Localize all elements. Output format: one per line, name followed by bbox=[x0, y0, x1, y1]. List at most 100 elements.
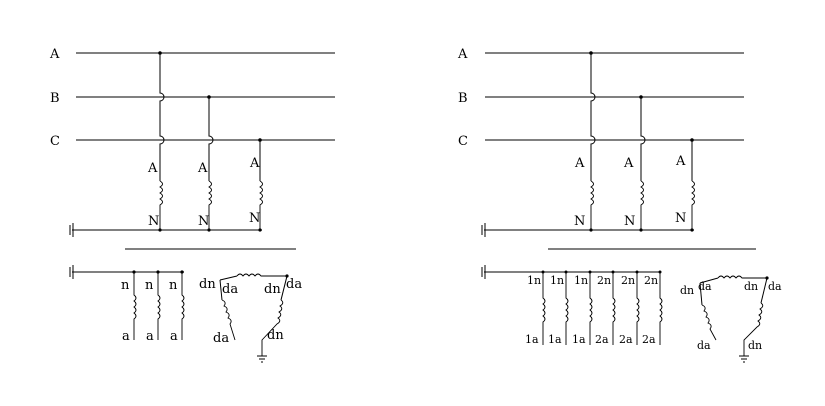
primary-top-label: A bbox=[147, 161, 158, 176]
bus-label-a: A bbox=[457, 47, 468, 62]
delta-label-da: da bbox=[697, 339, 711, 352]
secondary-top-label: 1n bbox=[550, 274, 564, 287]
delta-label-da: da bbox=[222, 282, 238, 297]
drop-wire-a bbox=[159, 53, 165, 181]
secondary-coil bbox=[636, 272, 640, 345]
drop-wire-b bbox=[640, 97, 646, 181]
left-diagram: A B C A A A N N N bbox=[49, 47, 335, 363]
junction-dot bbox=[588, 270, 592, 274]
delta-label-dn: dn bbox=[199, 277, 216, 292]
secondary-bottom-label: 2a bbox=[595, 333, 609, 346]
junction-dot bbox=[635, 270, 639, 274]
secondary-bottom-label: a bbox=[146, 329, 154, 344]
secondary-coil bbox=[612, 272, 616, 345]
secondary-bottom-label: a bbox=[122, 329, 130, 344]
secondary-coil bbox=[157, 272, 161, 340]
secondary-coils bbox=[542, 272, 663, 345]
delta-wire bbox=[280, 275, 288, 301]
junction-dot bbox=[639, 95, 643, 99]
delta-label-dn: dn bbox=[264, 282, 281, 297]
junction-dot bbox=[564, 270, 568, 274]
delta-label-dn: dn bbox=[744, 280, 758, 293]
primary-top-label: A bbox=[197, 161, 208, 176]
secondary-top-label: n bbox=[169, 278, 178, 293]
secondary-coil bbox=[565, 272, 569, 345]
delta-coil-right bbox=[743, 302, 764, 356]
primary-coil bbox=[159, 180, 163, 230]
junction-dot bbox=[207, 95, 211, 99]
bus-label-c: C bbox=[458, 134, 468, 149]
junction-dot bbox=[690, 138, 694, 142]
bus-label-b: B bbox=[50, 91, 60, 106]
secondary-bottom-label: 2a bbox=[619, 333, 633, 346]
secondary-top-label: n bbox=[145, 278, 154, 293]
primary-coil bbox=[590, 180, 594, 230]
secondary-coil bbox=[181, 272, 185, 340]
drop-wire-a bbox=[590, 53, 596, 181]
bus-label-c: C bbox=[50, 134, 60, 149]
delta-coil-left bbox=[701, 304, 717, 341]
primary-coil bbox=[208, 180, 212, 230]
secondary-bottom-label: a bbox=[170, 329, 178, 344]
delta-label-da: da bbox=[698, 280, 712, 293]
junction-dot bbox=[611, 270, 615, 274]
junction-dot bbox=[207, 228, 211, 232]
delta-label-da: da bbox=[768, 280, 782, 293]
junction-dot bbox=[158, 228, 162, 232]
primary-bottom-label: N bbox=[148, 214, 159, 229]
secondary-coil bbox=[659, 272, 663, 345]
right-diagram: A B C A A A N N N bbox=[457, 47, 782, 363]
delta-wire bbox=[219, 275, 238, 281]
secondary-bottom-label: 2a bbox=[642, 333, 656, 346]
secondary-coil bbox=[542, 272, 546, 345]
secondary-top-label: 2n bbox=[597, 274, 611, 287]
primary-top-label: A bbox=[623, 156, 634, 171]
junction-dot bbox=[158, 51, 162, 55]
delta-label-da: da bbox=[213, 331, 229, 346]
secondary-top-label: 1n bbox=[527, 274, 541, 287]
primary-bottom-label: N bbox=[675, 211, 686, 226]
secondary-coil bbox=[589, 272, 593, 345]
delta-wire bbox=[760, 277, 768, 304]
secondary-top-label: 1n bbox=[574, 274, 588, 287]
primary-coil bbox=[640, 180, 644, 230]
secondary-top-label: 2n bbox=[621, 274, 635, 287]
primary-bottom-label: N bbox=[249, 211, 260, 226]
secondary-coil bbox=[133, 272, 137, 340]
junction-dot bbox=[589, 228, 593, 232]
primary-bottom-label: N bbox=[574, 214, 585, 229]
secondary-top-label: n bbox=[121, 278, 130, 293]
junction-dot bbox=[541, 270, 545, 274]
primary-bottom-label: N bbox=[198, 214, 209, 229]
junction-dot bbox=[589, 51, 593, 55]
delta-label-dn: dn bbox=[748, 339, 762, 352]
delta-wire bbox=[699, 277, 719, 284]
junction-dot bbox=[258, 138, 262, 142]
drop-wire-b bbox=[208, 97, 214, 181]
primary-top-label: A bbox=[574, 156, 585, 171]
delta-label-dn: dn bbox=[680, 284, 694, 297]
delta-coil-left bbox=[221, 299, 236, 341]
primary-top-label: A bbox=[675, 154, 686, 169]
junction-dot bbox=[658, 270, 662, 274]
junction-dot bbox=[258, 228, 262, 232]
bus-label-a: A bbox=[49, 47, 60, 62]
delta-wire bbox=[699, 282, 703, 306]
secondary-bottom-label: 1a bbox=[548, 333, 562, 346]
secondary-top-label: 2n bbox=[644, 274, 658, 287]
primary-coil bbox=[259, 180, 263, 230]
delta-coil-top bbox=[236, 273, 287, 277]
delta-coil-right bbox=[261, 299, 284, 356]
delta-label-dn: dn bbox=[267, 328, 284, 343]
secondary-bottom-label: 1a bbox=[572, 333, 586, 346]
bus-label-b: B bbox=[458, 91, 468, 106]
delta-coil-top bbox=[717, 275, 767, 279]
delta-label-da: da bbox=[286, 277, 302, 292]
junction-dot bbox=[690, 228, 694, 232]
primary-coil bbox=[691, 180, 695, 230]
primary-bottom-label: N bbox=[624, 214, 635, 229]
secondary-bottom-label: 1a bbox=[525, 333, 539, 346]
junction-dot bbox=[639, 228, 643, 232]
primary-top-label: A bbox=[249, 156, 260, 171]
